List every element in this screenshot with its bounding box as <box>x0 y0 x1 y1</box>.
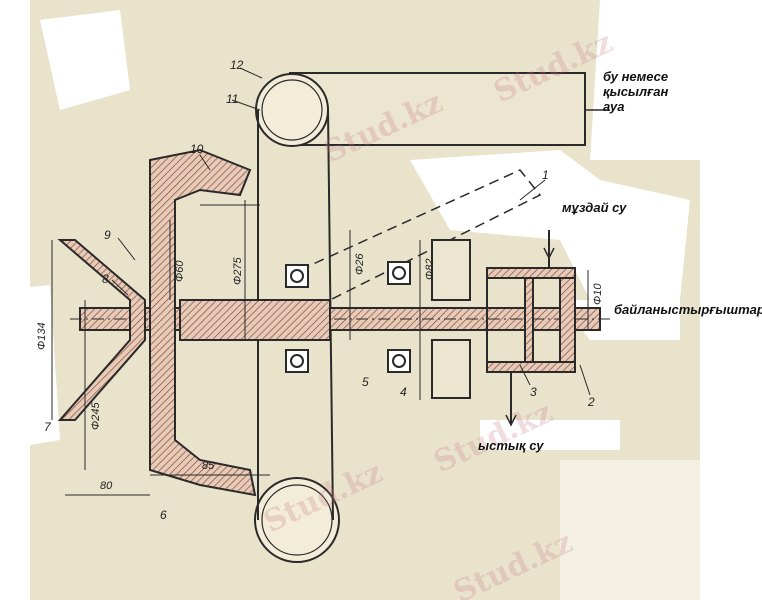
part-number: 11 <box>226 92 239 106</box>
dim-d60: Φ60 <box>174 260 186 282</box>
air-duct <box>289 72 586 146</box>
dim-d26: Φ26 <box>354 253 366 275</box>
dim-85: 85 <box>202 460 215 472</box>
rotor-disc <box>149 148 257 497</box>
part-number: 3 <box>530 385 537 399</box>
part-number: 12 <box>230 58 244 72</box>
part-number: 2 <box>588 395 595 409</box>
white-patch <box>40 10 130 110</box>
cold-water-label: мұздай су <box>562 200 627 215</box>
part-number: 8 <box>102 272 109 286</box>
cone <box>57 239 146 421</box>
dim-d10: Φ10 <box>592 283 604 305</box>
label-line: ауа <box>603 99 625 114</box>
dim-d245: Φ245 <box>90 402 102 430</box>
part-number: 7 <box>44 420 51 434</box>
part-number: 9 <box>104 228 111 242</box>
part-number: 4 <box>400 385 407 399</box>
dim-80: 80 <box>100 480 113 492</box>
pulley <box>431 239 471 399</box>
part-number: 6 <box>160 508 167 522</box>
steam-or-air-label: бу немесе қысылған ауа <box>603 69 668 114</box>
dim-d82: Φ82 <box>424 258 436 280</box>
label-line: бу немесе <box>603 69 669 84</box>
bottom-pipe <box>254 477 340 563</box>
hot-water-label: ыстық су <box>478 438 544 453</box>
part-number: 5 <box>362 375 369 389</box>
part-number: 1 <box>542 168 549 182</box>
label-line: қысылған <box>603 84 669 99</box>
bearing <box>285 264 309 288</box>
connectors-label: байланыстырғыштар <box>614 302 762 317</box>
dim-d134: Φ134 <box>36 322 48 350</box>
dim-d275: Φ275 <box>232 257 244 285</box>
top-pipe <box>255 73 329 147</box>
part-number: 10 <box>190 142 204 156</box>
